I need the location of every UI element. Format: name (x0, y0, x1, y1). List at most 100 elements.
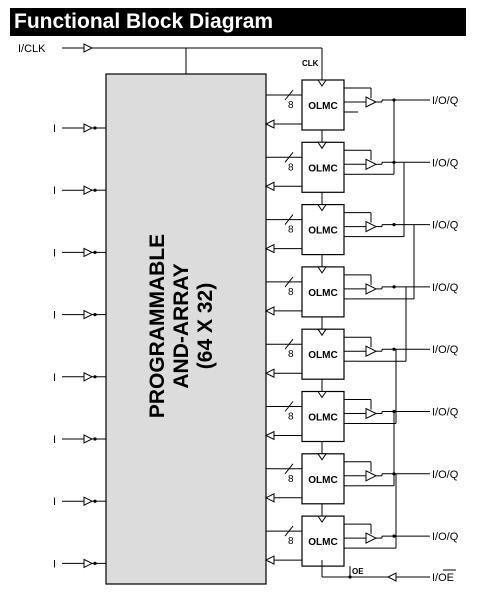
feedback-buffer-icon (264, 368, 275, 379)
input-label: I (53, 247, 56, 259)
bus-width-label: 8 (288, 412, 294, 423)
bus-slash (284, 151, 294, 163)
input-node (93, 126, 97, 130)
olmc-label: OLMC (308, 101, 337, 112)
output-buffer-icon (365, 158, 378, 171)
diagram-title: Functional Block Diagram (14, 10, 274, 33)
olmc-label: OLMC (308, 475, 337, 486)
input-pin: I (53, 434, 106, 446)
input-label: I (53, 372, 56, 384)
olmc-cell: 8 OLMC I/O/Q (264, 204, 459, 256)
olmc-box (301, 453, 345, 505)
oe-label: OE (352, 567, 364, 576)
bus-width-label: 8 (288, 162, 294, 173)
olmc-label: OLMC (308, 413, 337, 424)
input-pin: I (53, 123, 106, 135)
olmc-label: OLMC (308, 226, 337, 237)
olmc-box (301, 204, 345, 256)
bus-width-label: 8 (288, 287, 294, 298)
input-node (93, 313, 97, 317)
bus-width-label: 8 (288, 349, 294, 360)
input-label: I (53, 123, 56, 135)
olmc-label: OLMC (308, 163, 337, 174)
clock-input-label: I/CLK (18, 43, 46, 55)
feedback-buffer-icon (264, 430, 275, 441)
bus-slash (284, 276, 294, 288)
feedback-buffer-icon (264, 555, 275, 565)
oe-buffer-icon (386, 572, 397, 582)
input-pin: I (53, 185, 106, 197)
clock-buffer-icon (83, 43, 94, 53)
feedback-buffer-icon (264, 492, 275, 503)
input-node (93, 188, 97, 192)
output-label: I/O/Q (432, 95, 459, 107)
output-node (392, 534, 396, 538)
input-buffer-icon (83, 434, 94, 444)
bus-width-label: 8 (288, 474, 294, 485)
clock-marker-icon (317, 204, 327, 212)
bus-width-label: 8 (288, 225, 294, 236)
output-buffer-icon (365, 220, 378, 233)
input-buffer-icon (83, 123, 94, 133)
input-node (93, 375, 97, 379)
output-node (392, 285, 396, 289)
olmc-label: OLMC (308, 288, 337, 299)
output-buffer-icon (365, 283, 378, 295)
output-buffer-icon (365, 407, 378, 420)
olmc-cell: 8 OLMC I/O/Q (264, 79, 459, 131)
olmc-box (301, 515, 345, 567)
input-buffer-icon (83, 496, 94, 507)
input-node (93, 561, 97, 566)
output-label: I/O/Q (432, 282, 459, 294)
clock-marker-icon (317, 453, 327, 461)
output-label: I/O/Q (432, 469, 459, 481)
clock-marker-icon (317, 391, 327, 399)
olmc-box (301, 390, 345, 443)
input-pin: I (53, 372, 106, 384)
input-pin: I (53, 558, 106, 570)
feedback-buffer-icon (264, 306, 275, 316)
input-buffer-icon (83, 371, 94, 382)
input-label: I (53, 558, 56, 570)
output-label: I/O/Q (432, 220, 459, 232)
input-pin: I (53, 496, 106, 508)
olmc-cell: 8 OLMC I/O/Q (264, 453, 459, 505)
bus-slash (284, 525, 294, 537)
output-node (392, 223, 396, 227)
output-buffer-icon (365, 96, 378, 108)
clock-marker-icon (317, 328, 327, 337)
bus-width-label: 8 (288, 536, 294, 547)
input-label: I (53, 496, 56, 508)
feedback-buffer-icon (264, 119, 275, 129)
output-buffer-icon (365, 345, 378, 358)
title-bar: Functional Block Diagram (10, 8, 466, 36)
bus-width-label: 8 (288, 100, 294, 111)
clock-marker-icon (317, 515, 327, 524)
output-buffer-icon (365, 469, 378, 482)
and-array-label-line3: (64 X 32) (194, 283, 217, 369)
input-pin: I (53, 247, 106, 259)
clock-marker-icon (317, 79, 327, 87)
output-buffer-icon (365, 532, 378, 544)
input-buffer-icon (83, 309, 94, 320)
output-node (392, 347, 396, 351)
olmc-box (301, 79, 345, 131)
bus-slash (284, 214, 294, 225)
clk-label: CLK (302, 59, 319, 68)
output-label: I/O/Q (432, 157, 459, 169)
and-array-label-line2: AND-ARRAY (170, 263, 193, 388)
input-node (93, 250, 97, 254)
olmc-cell: 8 OLMC I/O/Q (264, 141, 459, 193)
bus-slash (284, 463, 294, 475)
olmc-box (301, 141, 345, 193)
bus-slash (284, 338, 294, 350)
feedback-buffer-icon (264, 181, 275, 192)
and-array-block (105, 73, 267, 585)
clock-marker-icon (317, 141, 327, 150)
